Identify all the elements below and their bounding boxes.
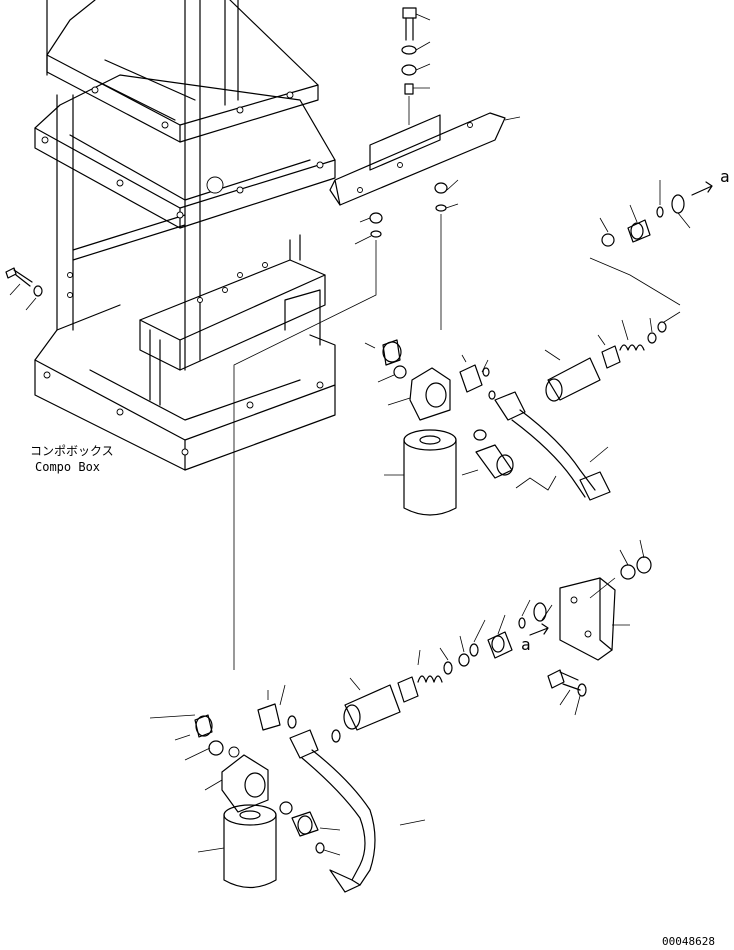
drawing-number: 00048628 [662,935,715,948]
compo-box-label-en: Compo Box [35,460,101,474]
lower-assembly [149,539,652,893]
compo-box-frame [34,0,336,471]
side-bolt [5,267,43,311]
upper-filter-assembly [364,180,713,516]
ref-a-top-label: a [720,167,730,186]
top-bracket-assembly [233,7,521,670]
compo-box-label-jp: コンポボックス [30,444,114,458]
ref-a-bottom-label: a [521,635,531,654]
